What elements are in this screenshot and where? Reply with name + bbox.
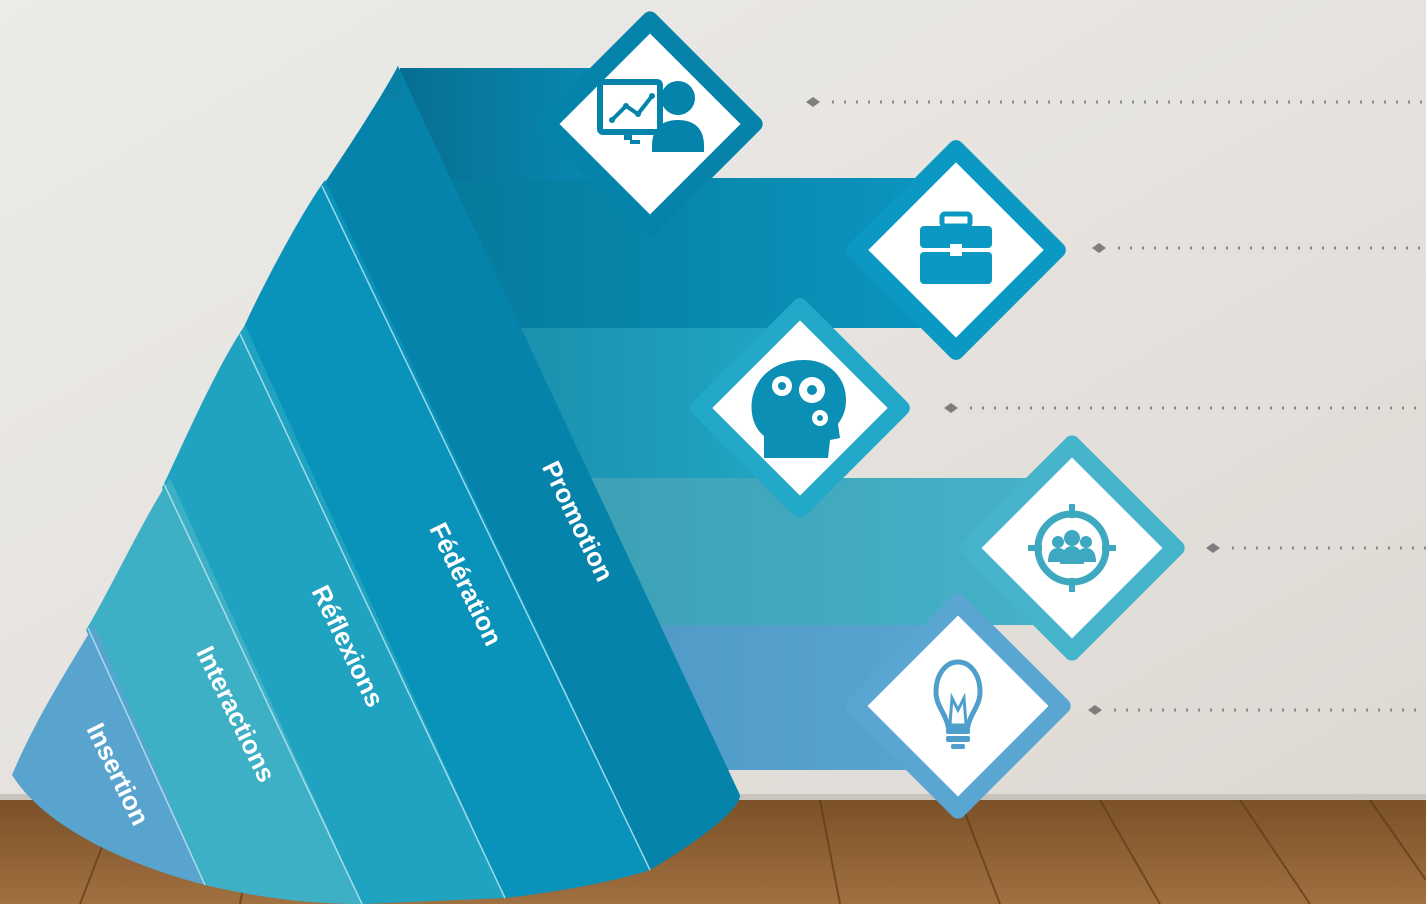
cone-band-promotion — [320, 66, 740, 870]
head-gears-icon — [751, 360, 846, 458]
connector-federation — [1092, 243, 1426, 253]
cone-band-federation — [238, 180, 650, 898]
connector-lines — [806, 97, 1426, 715]
presentation-person-icon — [597, 79, 704, 152]
funnel-cone — [12, 66, 740, 904]
cone-band-reflexions — [162, 325, 505, 904]
connector-promotion — [806, 97, 1426, 107]
cone-band-interactions — [86, 478, 362, 904]
lightbulb-icon — [933, 659, 983, 749]
briefcase-icon — [920, 211, 992, 284]
tile-reflexions — [690, 298, 910, 518]
tile-federation — [846, 140, 1066, 360]
connector-reflexions — [944, 403, 1426, 413]
connector-insertion — [1088, 705, 1426, 715]
connector-interactions — [1206, 543, 1426, 553]
tile-promotion — [537, 11, 763, 237]
cone-band-insertion — [12, 625, 205, 885]
tile-insertion — [845, 593, 1071, 819]
icon-tiles — [537, 11, 1185, 819]
tile-interactions — [959, 435, 1185, 661]
team-target-icon — [1028, 504, 1116, 592]
